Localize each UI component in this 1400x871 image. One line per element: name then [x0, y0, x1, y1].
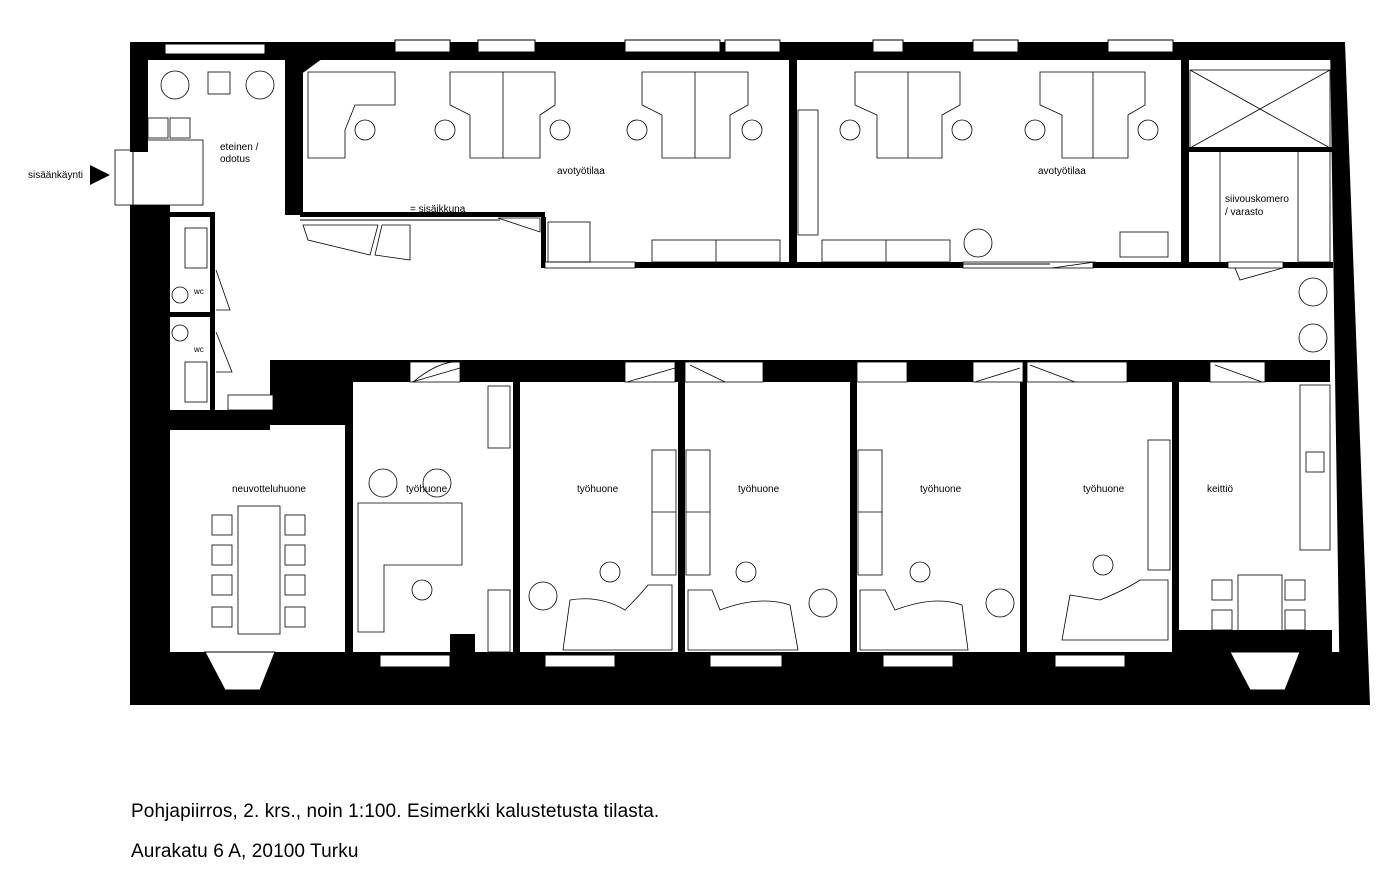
interior-walls — [165, 60, 1333, 654]
entrance-doorway — [114, 139, 204, 206]
bottom-windows — [204, 651, 1301, 691]
office-5-label: työhuone — [1083, 484, 1125, 495]
lobby-furniture — [147, 70, 275, 139]
lobby-label: eteinen / — [220, 142, 259, 153]
kitchen-furniture — [1211, 384, 1331, 636]
meeting-room-furniture — [211, 505, 306, 635]
lobby-label-2: odotus — [220, 154, 250, 165]
office-3-furniture — [685, 449, 838, 651]
storage-label-2: / varasto — [1225, 207, 1264, 218]
open-office-1-desks — [302, 71, 781, 263]
office-4-label: työhuone — [920, 484, 962, 495]
floor-plan: sisäänkäynti eteinen / odotus avotyötila… — [28, 39, 1370, 705]
wc-1-label: wc — [193, 287, 204, 296]
interior-window-label: = sisäikkuna — [410, 204, 466, 215]
entrance-arrow-icon — [90, 165, 110, 185]
office-1-furniture — [357, 385, 511, 653]
office-1-label: työhuone — [406, 484, 448, 495]
kitchen-label: keittiö — [1207, 484, 1234, 495]
open-office-2-desks — [797, 71, 1169, 263]
storage-fixtures — [1189, 69, 1331, 353]
exterior-walls — [130, 42, 1370, 705]
open-office-2-chairs — [839, 119, 1159, 141]
meeting-room-label: neuvotteluhuone — [232, 484, 306, 495]
open-office-1-label: avotyötilaa — [557, 166, 605, 177]
top-windows — [164, 39, 1174, 55]
wc-fixtures — [171, 227, 208, 403]
open-office-1-chairs — [354, 119, 763, 141]
office-3-label: työhuone — [738, 484, 780, 495]
office-4-furniture — [857, 449, 1015, 651]
interior-window — [297, 150, 1050, 265]
wc-2-label: wc — [193, 345, 204, 354]
office-2-furniture — [528, 449, 677, 651]
entrance-label: sisäänkäynti — [28, 170, 83, 181]
storage-label: siivouskomero — [1225, 194, 1289, 205]
office-5-furniture — [1061, 439, 1171, 641]
door-swings — [215, 217, 1284, 383]
caption-line-1: Pohjapiirros, 2. krs., noin 1:100. Esime… — [131, 801, 660, 822]
caption-line-2: Aurakatu 6 A, 20100 Turku — [131, 841, 359, 862]
open-office-2-label: avotyötilaa — [1038, 166, 1086, 177]
door-openings — [227, 261, 1284, 411]
office-2-label: työhuone — [577, 484, 619, 495]
